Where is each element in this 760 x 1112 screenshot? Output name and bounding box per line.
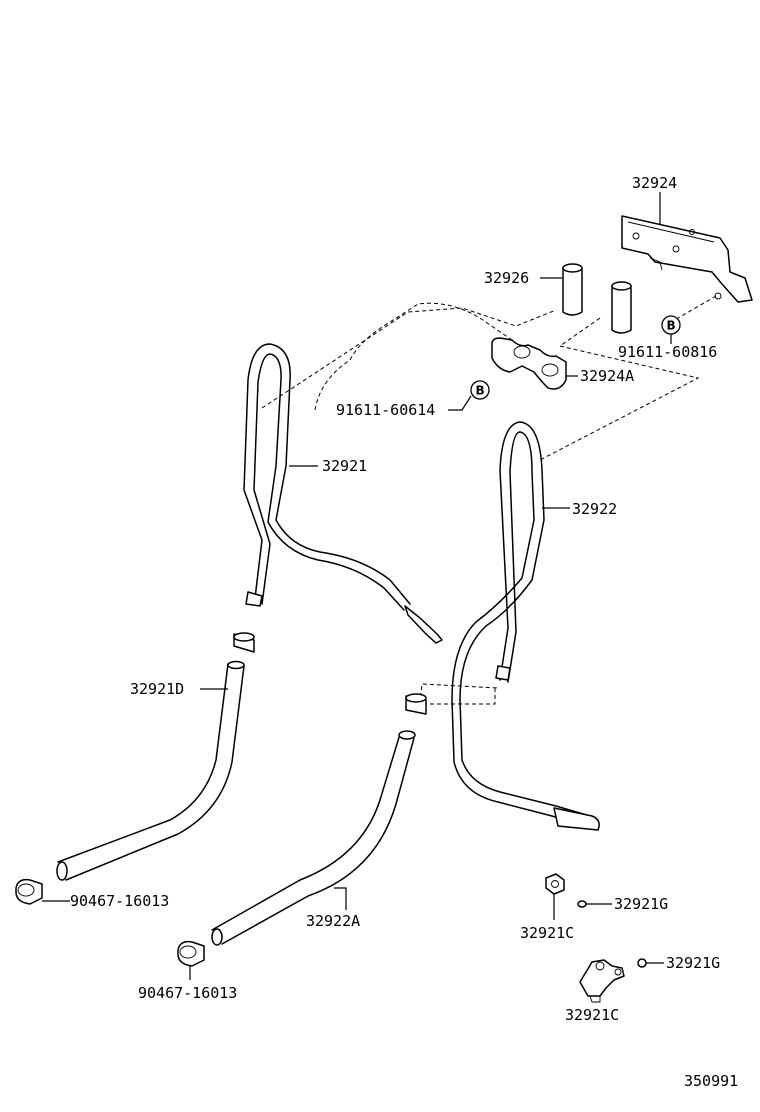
- label-32921G-b: 32921G: [666, 954, 720, 972]
- diagram-id: 350991: [684, 1072, 738, 1090]
- bracket-32924: [621, 215, 753, 303]
- leader-91611-60614: [448, 395, 472, 411]
- hose-32922A: [211, 730, 416, 946]
- label-32922A: 32922A: [306, 912, 360, 930]
- o-ring-32921G-lower: [637, 958, 647, 968]
- fitting-32921C-lower: [579, 959, 625, 1003]
- tube-32921: [243, 343, 443, 644]
- label-32921D: 32921D: [130, 680, 184, 698]
- ref-b-label: B: [667, 319, 676, 333]
- ref-b-label-2: B: [476, 384, 485, 398]
- o-ring-32921G-upper: [577, 900, 587, 908]
- label-32921G-a: 32921G: [614, 895, 668, 913]
- tube-32922: [451, 421, 600, 831]
- hose-clip-lower: [177, 940, 205, 967]
- hose-clip-left: [15, 878, 43, 905]
- label-32922: 32922: [572, 500, 617, 518]
- label-32926: 32926: [484, 269, 529, 287]
- ref-marker-b-60614: B: [470, 380, 490, 400]
- coupler-upper-left: [233, 632, 255, 653]
- label-91611-60614: 91611-60614: [336, 401, 435, 419]
- label-32924A: 32924A: [580, 367, 634, 385]
- label-32921C-a: 32921C: [520, 924, 574, 942]
- label-90467-16013-b: 90467-16013: [138, 984, 237, 1002]
- fitting-32921C-upper: [545, 873, 565, 895]
- ref-marker-b-60816: B: [661, 315, 681, 335]
- hose-32921D: [56, 660, 245, 881]
- assembly-dashed-lines: [261, 295, 717, 705]
- label-32921: 32921: [322, 457, 367, 475]
- coupler-middle: [405, 693, 427, 715]
- label-32924: 32924: [632, 174, 677, 192]
- collar-32926: [562, 263, 632, 334]
- label-32921C-b: 32921C: [565, 1006, 619, 1024]
- label-91611-60816: 91611-60816: [618, 343, 717, 361]
- clamp-32924A: [491, 337, 567, 390]
- label-90467-16013-a: 90467-16013: [70, 892, 169, 910]
- leader-32922A: [334, 887, 347, 910]
